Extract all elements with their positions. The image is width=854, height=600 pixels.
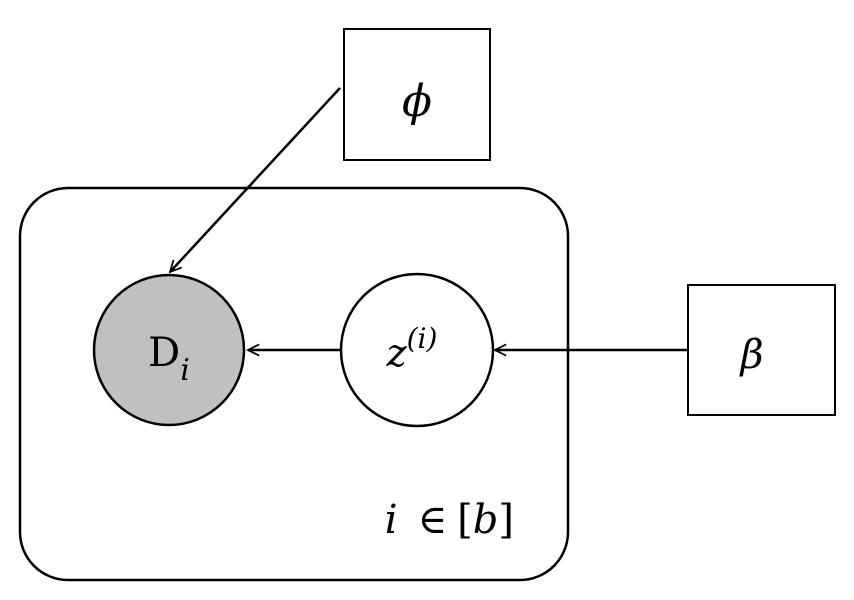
node-beta-label: β bbox=[738, 332, 763, 378]
node-beta-box bbox=[687, 284, 836, 416]
node-z-label: z(i) bbox=[386, 322, 438, 375]
plate bbox=[18, 186, 570, 582]
node-phi-label: ϕ bbox=[402, 76, 432, 127]
node-z-superscript: (i) bbox=[407, 322, 438, 355]
node-phi-box bbox=[343, 28, 491, 161]
node-d-label: Di bbox=[148, 330, 190, 388]
edge-phi-to-d bbox=[170, 87, 341, 272]
plate-label: i ∈[b] bbox=[385, 497, 514, 543]
node-z-latent bbox=[339, 272, 495, 428]
node-d-subscript: i bbox=[180, 353, 190, 388]
plate-set: b bbox=[473, 497, 499, 543]
plate-bracket-open: [ bbox=[457, 497, 473, 543]
node-d-base: D bbox=[148, 330, 180, 376]
node-d-observed bbox=[92, 273, 246, 427]
plate-index: i bbox=[385, 497, 398, 543]
plate-bracket-close: ] bbox=[498, 497, 514, 543]
node-z-base: z bbox=[386, 331, 408, 375]
plate-member-symbol: ∈ bbox=[418, 497, 448, 543]
